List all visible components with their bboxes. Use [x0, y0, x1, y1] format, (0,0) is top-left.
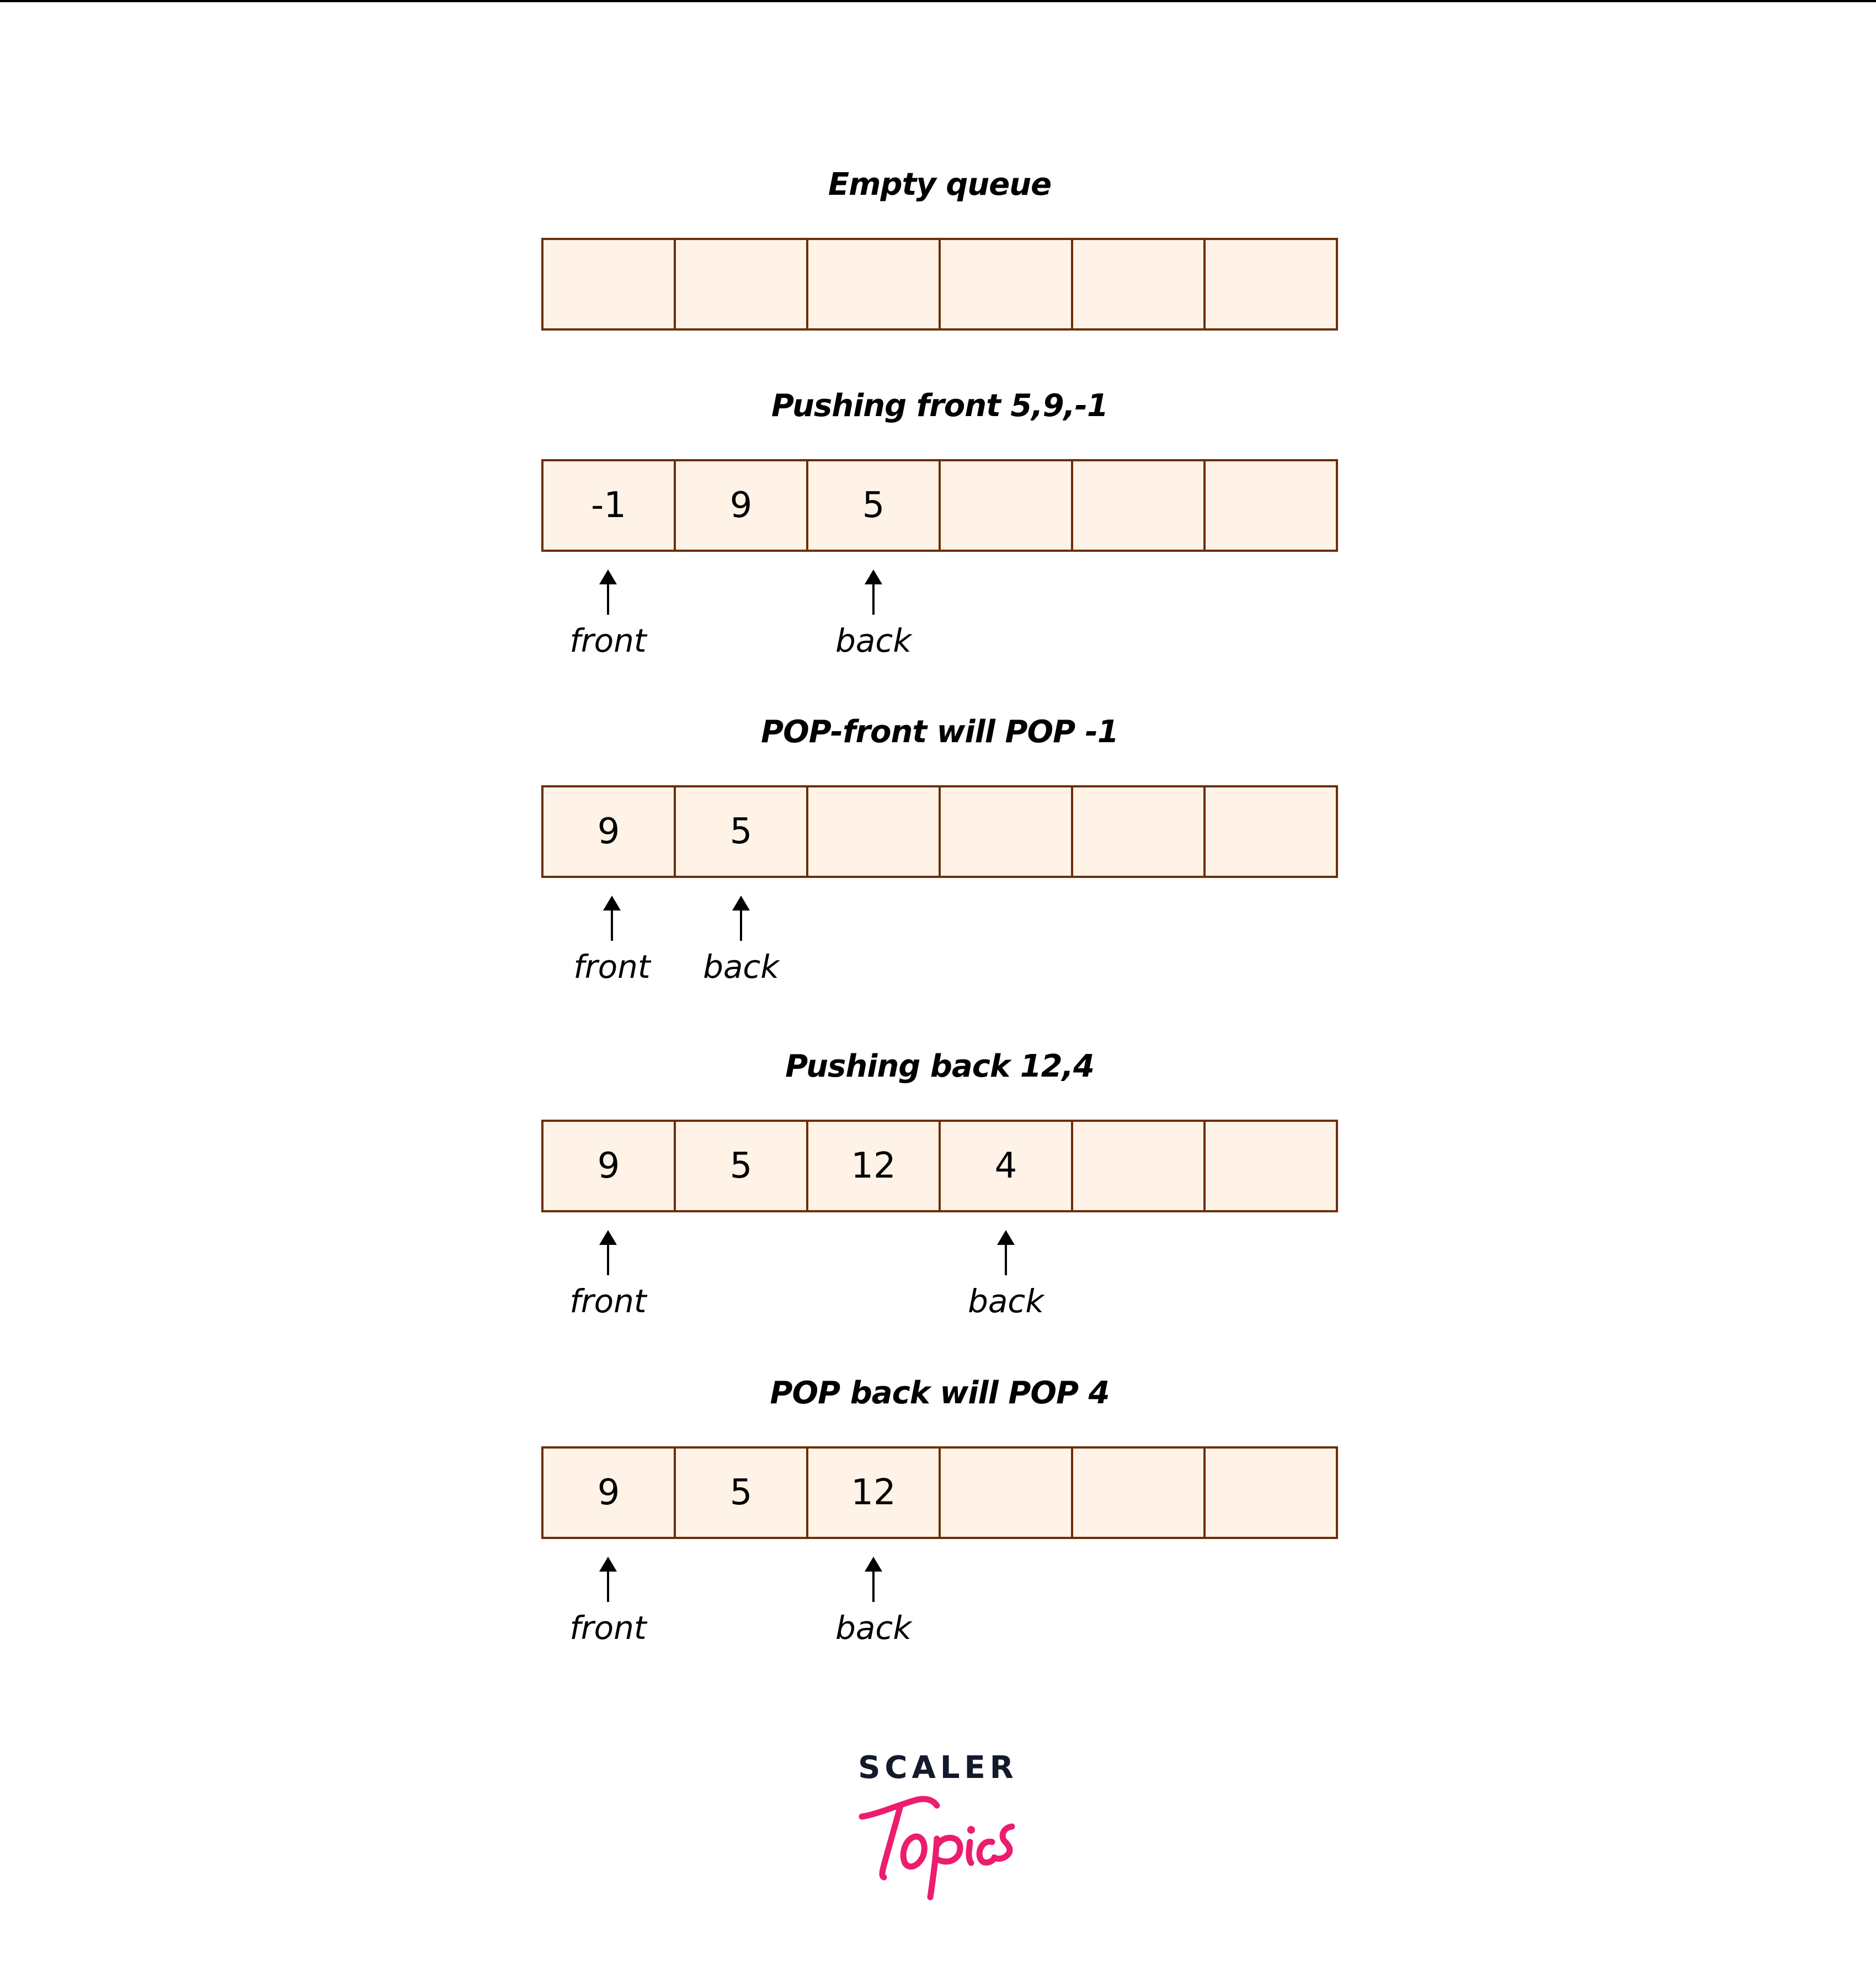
back-label: back — [835, 1609, 912, 1647]
back-pointer: back — [818, 569, 929, 660]
queue-cell — [1206, 461, 1336, 550]
queue-cell: 12 — [808, 1122, 941, 1210]
up-arrow-icon — [686, 896, 796, 941]
front-label: front — [569, 1282, 647, 1320]
back-label: back — [835, 622, 912, 659]
back-label: back — [968, 1282, 1044, 1320]
scaler-topics-logo: SCALER — [828, 1744, 1048, 1904]
queue-cell — [941, 240, 1073, 328]
queue-cell: 9 — [543, 787, 676, 876]
queue-cell — [941, 1449, 1073, 1537]
queue-cell: 5 — [676, 1122, 808, 1210]
queue-cell — [676, 240, 808, 328]
queue-cell: 4 — [941, 1122, 1073, 1210]
up-arrow-icon — [553, 1230, 663, 1275]
up-arrow-icon — [818, 1557, 929, 1602]
queue-cell: 9 — [543, 1449, 676, 1537]
queue-cell — [1206, 240, 1336, 328]
up-arrow-icon — [553, 1557, 663, 1602]
queue-array-after-pop-back: 9 5 12 — [541, 1446, 1338, 1539]
queue-cell — [543, 240, 676, 328]
section-title-pop-back: POP back will POP 4 — [770, 1375, 1110, 1411]
queue-cell — [1073, 461, 1206, 550]
queue-cell: -1 — [543, 461, 676, 550]
back-label: back — [703, 948, 779, 986]
queue-cell — [1206, 1449, 1336, 1537]
logo-script-icon — [859, 1796, 1015, 1900]
queue-array-after-pop-front: 9 5 — [541, 785, 1338, 878]
back-pointer: back — [951, 1230, 1061, 1321]
up-arrow-icon — [557, 896, 667, 941]
queue-cell: 9 — [676, 461, 808, 550]
front-label: front — [573, 948, 651, 986]
front-label: front — [569, 1609, 647, 1647]
queue-cell — [941, 461, 1073, 550]
front-pointer: front — [553, 569, 663, 660]
back-pointer: back — [818, 1557, 929, 1647]
up-arrow-icon — [553, 569, 663, 615]
logo-wordmark: SCALER — [858, 1750, 1018, 1786]
up-arrow-icon — [951, 1230, 1061, 1275]
queue-cell — [1073, 787, 1206, 876]
front-pointer: front — [553, 1557, 663, 1647]
queue-cell: 9 — [543, 1122, 676, 1210]
queue-array-after-push-back: 9 5 12 4 — [541, 1120, 1338, 1212]
queue-cell — [808, 240, 941, 328]
queue-cell: 12 — [808, 1449, 941, 1537]
queue-cell: 5 — [676, 1449, 808, 1537]
queue-cell — [941, 787, 1073, 876]
section-title-pushing-front: Pushing front 5,9,-1 — [771, 388, 1108, 424]
queue-cell — [1073, 1122, 1206, 1210]
queue-array-after-push-front: -1 9 5 — [541, 459, 1338, 552]
queue-cell: 5 — [676, 787, 808, 876]
up-arrow-icon — [818, 569, 929, 615]
front-label: front — [569, 622, 647, 659]
section-title-pop-front: POP-front will POP -1 — [761, 714, 1119, 750]
queue-cell — [808, 787, 941, 876]
front-pointer: front — [553, 1230, 663, 1321]
top-border-line — [0, 0, 1876, 2]
queue-cell — [1073, 240, 1206, 328]
front-pointer: front — [557, 896, 667, 986]
section-title-empty-queue: Empty queue — [828, 167, 1052, 203]
queue-array-empty — [541, 238, 1338, 331]
queue-cell: 5 — [808, 461, 941, 550]
section-title-pushing-back: Pushing back 12,4 — [785, 1048, 1095, 1084]
queue-cell — [1073, 1449, 1206, 1537]
back-pointer: back — [686, 896, 796, 986]
queue-cell — [1206, 787, 1336, 876]
queue-cell — [1206, 1122, 1336, 1210]
